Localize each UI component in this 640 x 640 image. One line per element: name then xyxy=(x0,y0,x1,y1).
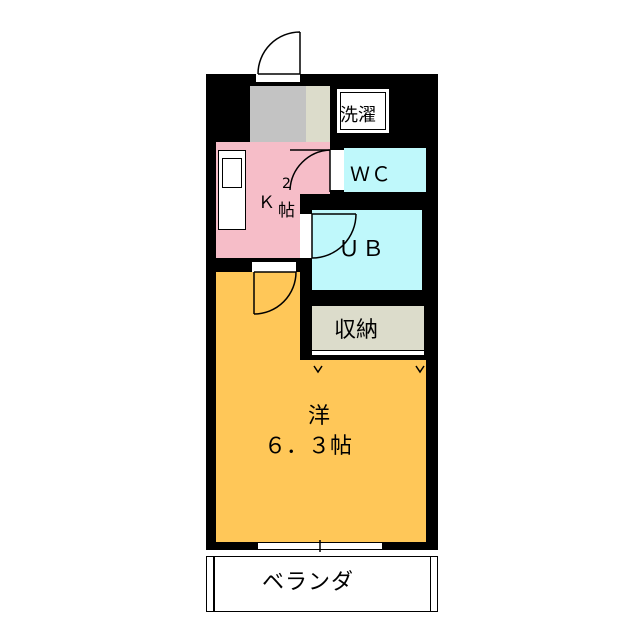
entrance-floor xyxy=(250,86,308,142)
western-room-size: ６．３帖 xyxy=(264,434,353,459)
western-room-main xyxy=(216,360,426,542)
western-room xyxy=(216,272,300,362)
bath-label: ＵＢ xyxy=(338,237,387,262)
entrance-shoe-area xyxy=(306,86,330,142)
balcony xyxy=(206,556,438,612)
storage-shelf xyxy=(312,350,424,356)
laundry-label: 洗濯 xyxy=(340,105,376,126)
laundry-area xyxy=(334,86,392,136)
kitchen-sink xyxy=(222,158,242,188)
storage-closet xyxy=(312,306,424,350)
kitchen-label-unit: 帖 xyxy=(278,201,295,221)
balcony-window xyxy=(258,542,382,550)
kitchen-label-k: Ｋ xyxy=(258,193,275,213)
wc-room xyxy=(344,148,426,192)
western-room-label: 洋 xyxy=(308,404,331,429)
wc-label: ＷＣ xyxy=(350,162,392,186)
balcony-label: ベランダ xyxy=(262,570,355,595)
kitchen-label-size: 2 xyxy=(282,176,291,192)
storage-label: 収納 xyxy=(334,318,379,343)
